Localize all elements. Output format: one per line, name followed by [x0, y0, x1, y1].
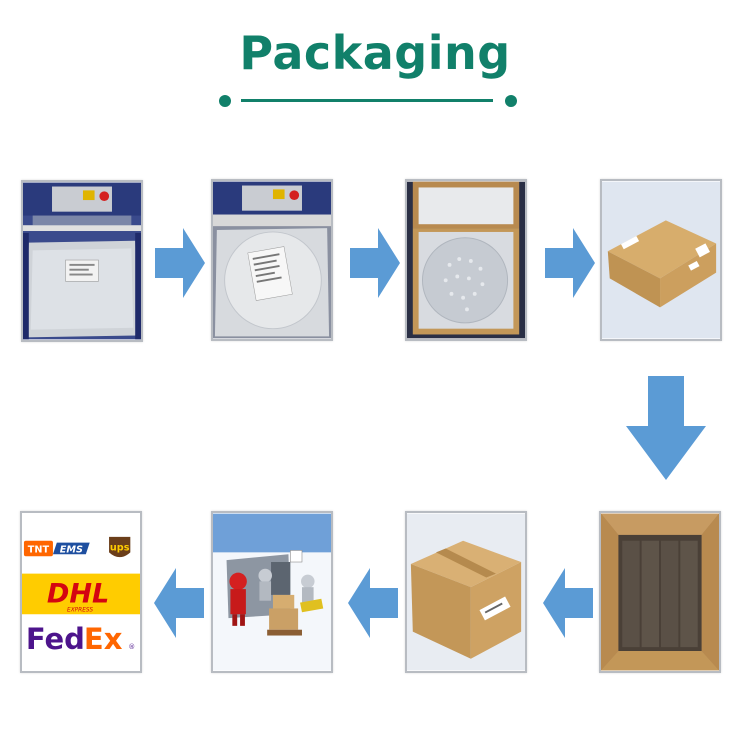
dhl-label: DHL [47, 579, 109, 610]
step-4-photo [600, 179, 722, 341]
step-3-photo [405, 179, 527, 341]
labeled-small-carton-photo [602, 181, 720, 339]
ups-label: ups [110, 542, 130, 553]
page-title: Packaging [239, 26, 511, 80]
sealed-master-carton-photo [407, 513, 525, 671]
arrow-left-1 [541, 566, 595, 640]
fedex-ex-label: Ex [84, 622, 123, 656]
step-5-photo [599, 511, 721, 673]
vacuum-sealing-machine-photo [23, 182, 141, 340]
divider-line [241, 99, 493, 102]
divider-dot-right [505, 95, 517, 107]
ups-logo-icon: ups [109, 536, 131, 558]
arrow-left-2 [346, 566, 400, 640]
reel-in-foam-lined-box-photo [407, 181, 525, 339]
warehouse-robots-loading-truck-photo [213, 513, 331, 671]
arrow-right-2 [348, 226, 402, 300]
fedex-registered-mark: ® [128, 643, 135, 651]
sealed-antistatic-reel-bag-photo [213, 181, 331, 339]
open-master-carton-with-inner-boxes-photo [601, 513, 719, 671]
divider-dot-left [219, 95, 231, 107]
ems-label: EMS [60, 544, 83, 555]
title-divider [219, 94, 517, 108]
courier-logos-photo: TNT EMS ups DHL EXPRESS Fed Ex ® [22, 513, 140, 671]
dhl-express-label: EXPRESS [67, 607, 93, 613]
step-8-photo: TNT EMS ups DHL EXPRESS Fed Ex ® [20, 511, 142, 673]
arrow-left-3 [152, 566, 206, 640]
arrow-right-3 [543, 226, 597, 300]
arrow-right-1 [153, 226, 207, 300]
fedex-fed-label: Fed [26, 622, 85, 656]
dhl-logo-icon: DHL EXPRESS [22, 573, 140, 615]
tnt-label: TNT [28, 544, 50, 555]
step-2-photo [211, 179, 333, 341]
step-1-photo [21, 180, 143, 342]
tnt-logo-icon: TNT [23, 540, 53, 557]
arrow-down [624, 374, 708, 484]
fedex-logo-icon: Fed Ex ® [26, 622, 135, 656]
step-7-photo [211, 511, 333, 673]
ems-logo-icon: EMS [52, 542, 90, 555]
step-6-photo [405, 511, 527, 673]
